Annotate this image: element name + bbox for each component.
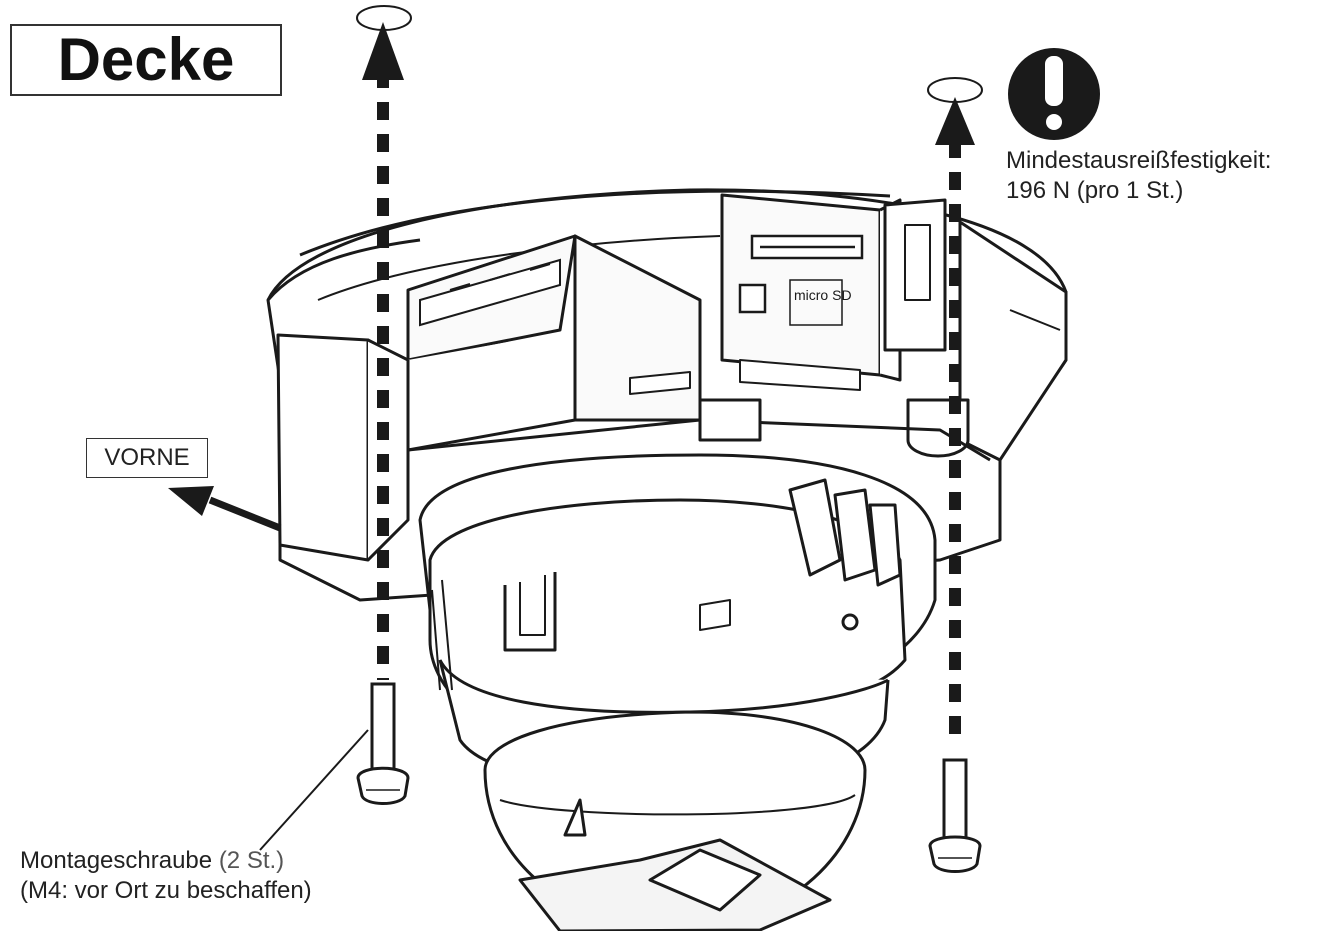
camera-body xyxy=(418,453,937,931)
up-arrow-icon xyxy=(935,97,975,145)
screw-spec: (M4: vor Ort zu beschaffen) xyxy=(20,877,312,904)
left-screw-path xyxy=(356,5,412,680)
pull-strength-value: 196 N (pro 1 St.) xyxy=(1006,177,1184,204)
exclamation-icon xyxy=(1008,48,1100,140)
screw-note: Montageschraube (2 St.) (M4: vor Ort zu … xyxy=(20,846,440,906)
left-arrow-icon xyxy=(168,486,214,516)
circle-marker-icon xyxy=(356,5,412,31)
right-screw xyxy=(928,758,982,873)
front-arrow xyxy=(168,486,282,532)
title-box: Decke xyxy=(10,24,282,96)
page-title: Decke xyxy=(57,26,235,93)
pull-strength-title: Mindestausreißfestigkeit: xyxy=(1006,147,1272,174)
sd-card-slot: micro SD xyxy=(738,234,864,326)
screw-name: Montageschraube xyxy=(20,847,213,874)
circle-marker-icon xyxy=(927,77,983,103)
up-arrow-icon xyxy=(362,22,404,80)
front-label: VORNE xyxy=(104,444,190,471)
left-screw xyxy=(356,682,410,805)
pull-strength-note: Mindestausreißfestigkeit: 196 N (pro 1 S… xyxy=(1006,146,1322,206)
screw-qty: (2 St.) xyxy=(218,847,285,874)
sd-slot-label: micro SD xyxy=(794,287,852,303)
screw-leader-line xyxy=(259,729,369,851)
terminal-block xyxy=(419,258,561,327)
front-label-box: VORNE xyxy=(86,438,208,478)
right-screw-path xyxy=(927,77,983,745)
